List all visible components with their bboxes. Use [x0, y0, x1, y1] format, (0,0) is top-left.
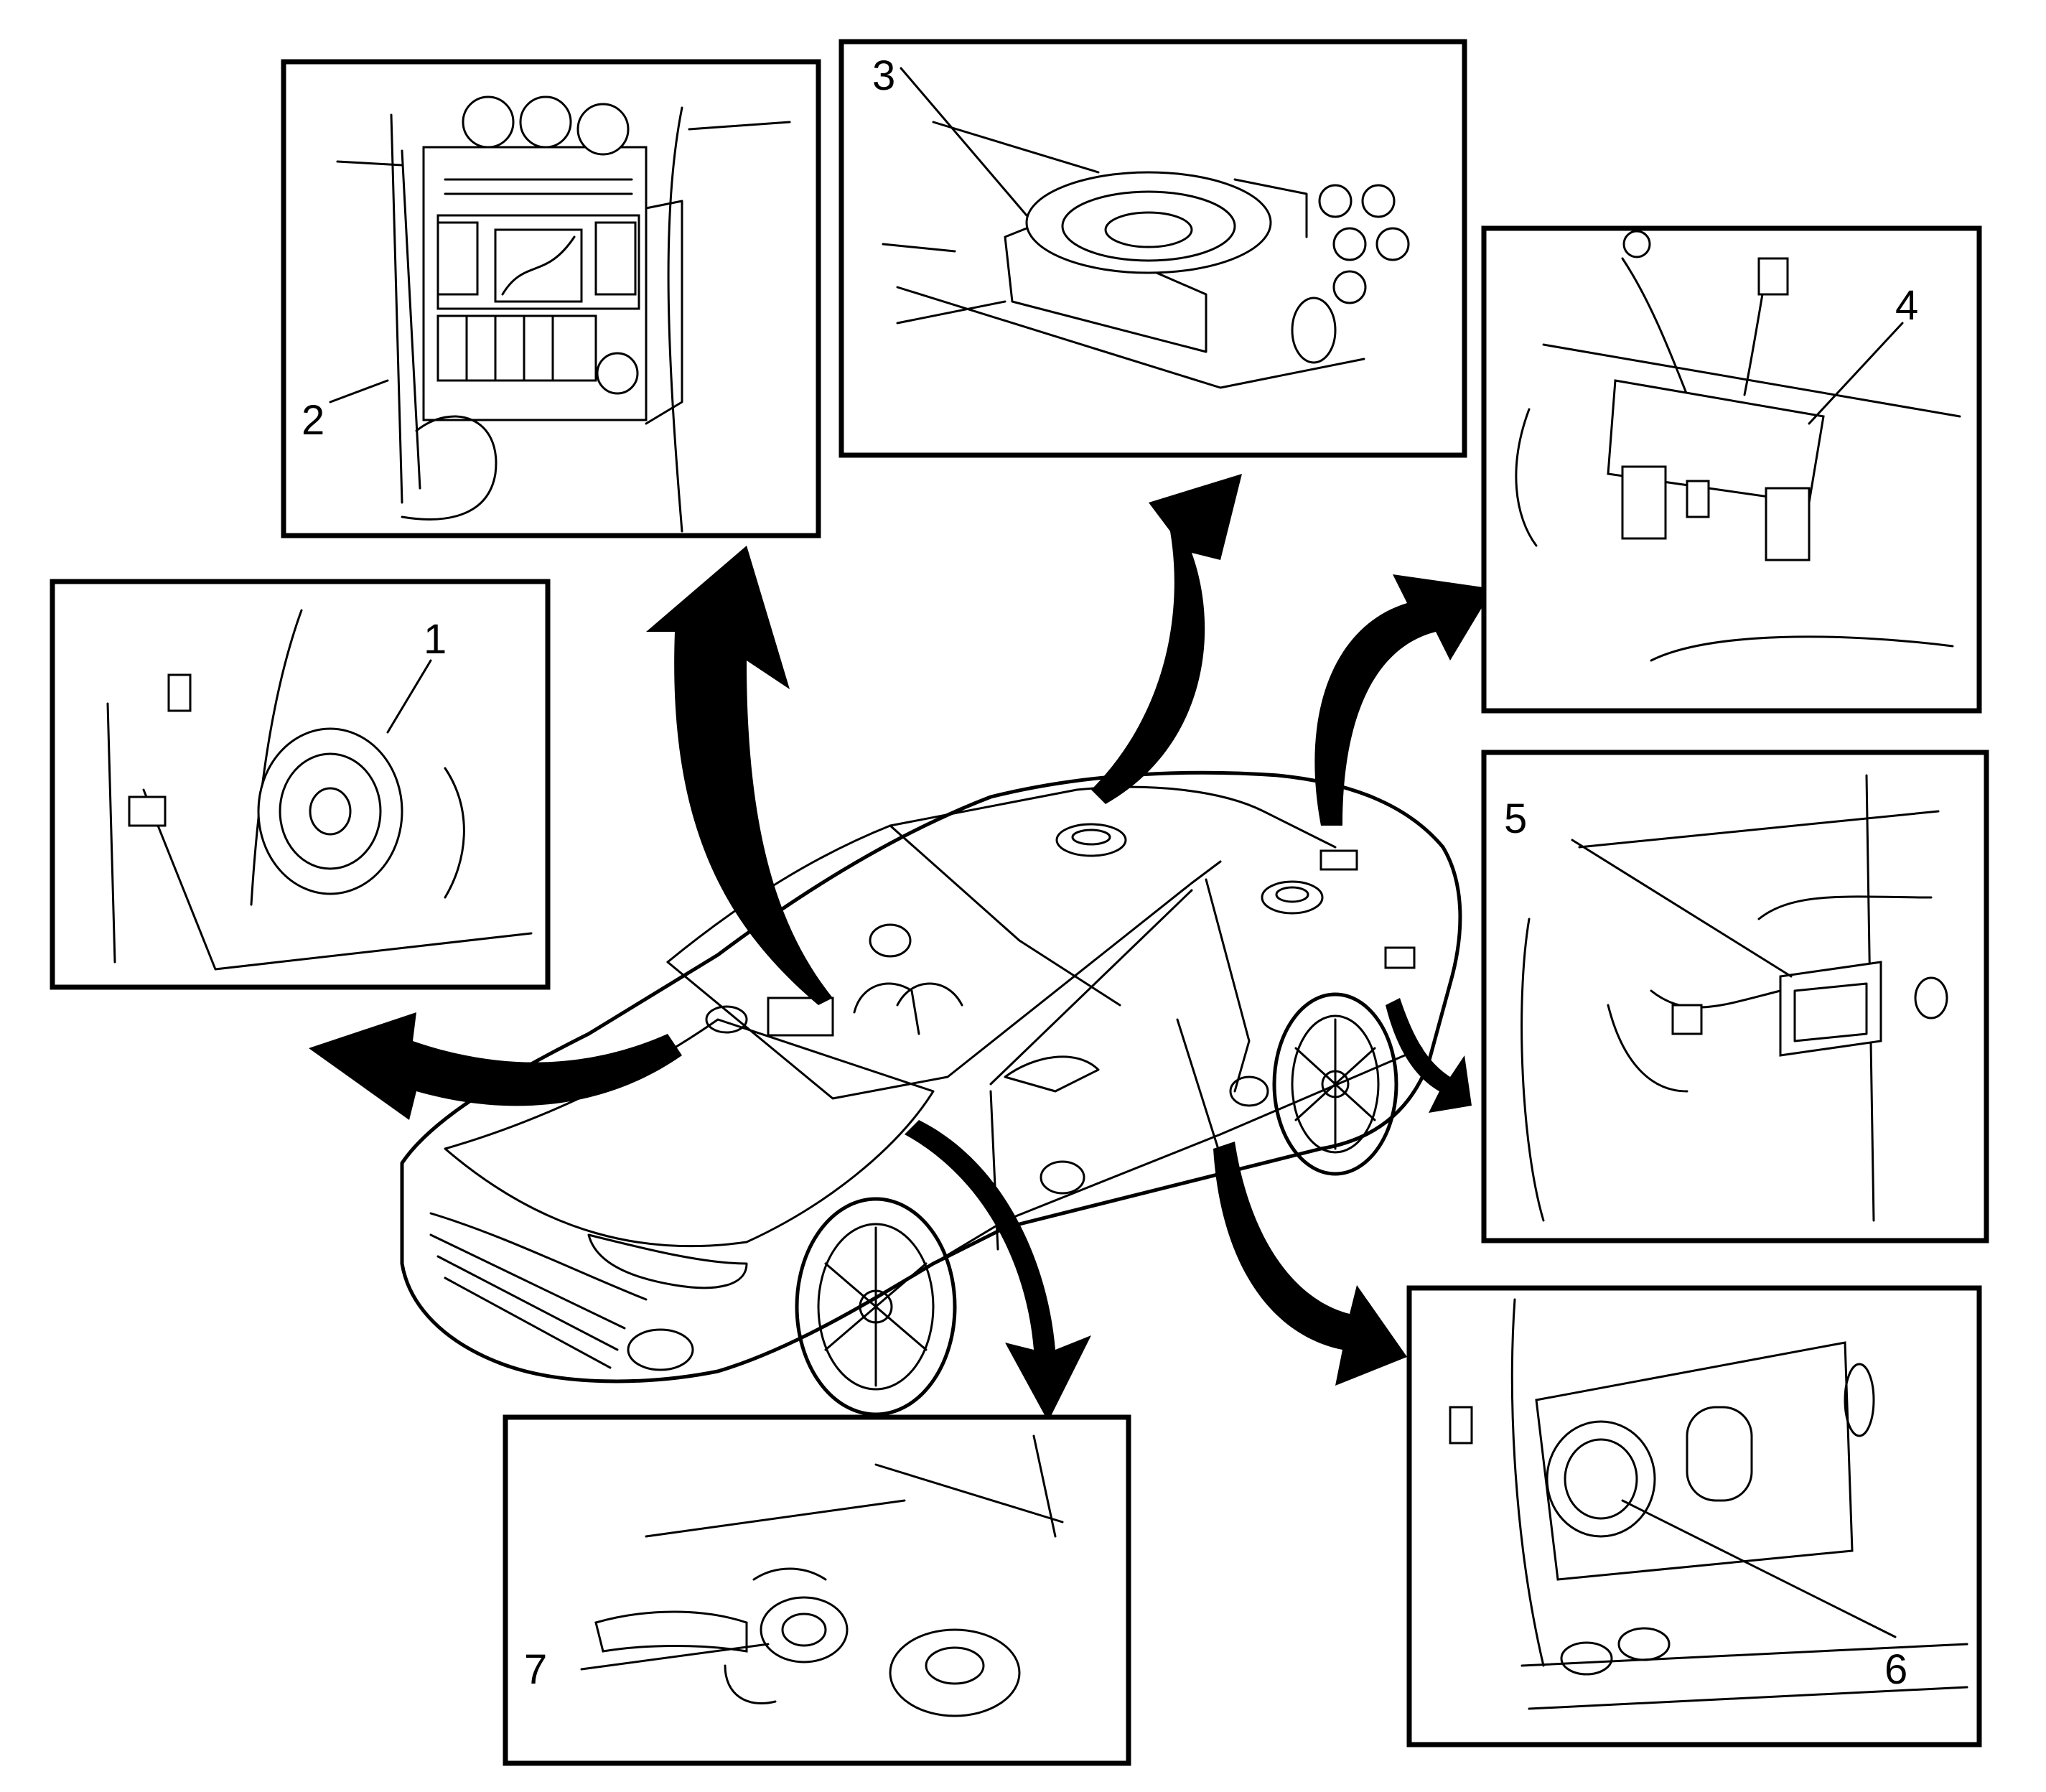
callout-3: 3	[872, 52, 895, 99]
pointer-arrows	[309, 474, 1493, 1422]
arrow-to-6	[1213, 1142, 1407, 1386]
arrow-to-7	[905, 1120, 1091, 1422]
callout-1: 1	[424, 616, 447, 663]
callout-5: 5	[1504, 795, 1527, 842]
vehicle-illustration	[400, 770, 1462, 1417]
arrow-to-1	[309, 1012, 682, 1120]
arrow-to-2	[646, 546, 833, 1005]
detail-panel-7: 7	[503, 1414, 1131, 1766]
arrow-to-3	[1091, 474, 1242, 804]
detail-panel-2: 2	[281, 59, 821, 538]
callout-4: 4	[1895, 282, 1918, 329]
detail-panel-4: 4	[1481, 225, 1982, 714]
arrow-to-4	[1314, 574, 1493, 826]
detail-panel-1: 1	[50, 579, 551, 990]
callout-6: 6	[1884, 1646, 1907, 1693]
detail-panel-3: 3	[839, 39, 1467, 458]
detail-panel-6: 6	[1406, 1285, 1982, 1747]
callout-7: 7	[524, 1646, 547, 1693]
detail-panel-5: 5	[1481, 750, 1989, 1243]
callout-2: 2	[302, 397, 324, 444]
arrow-to-5	[1386, 998, 1472, 1113]
